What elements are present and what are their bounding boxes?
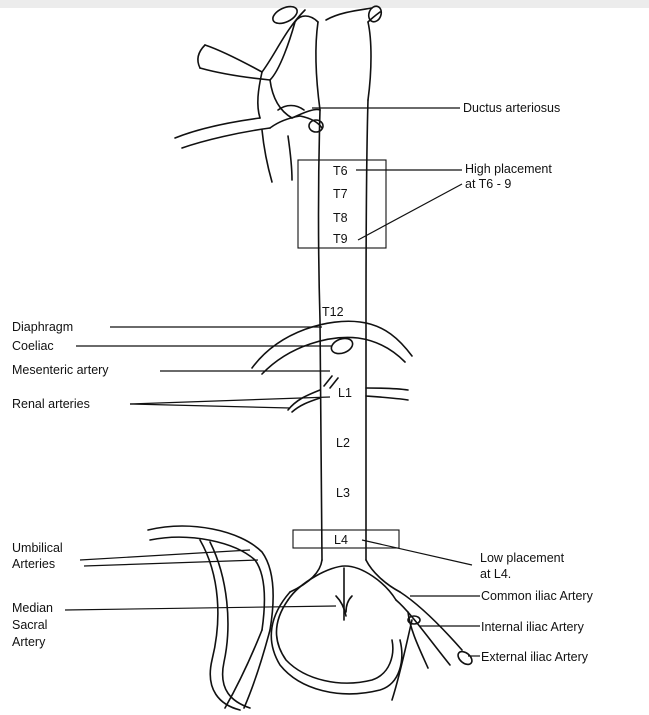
label-umbilical: Umbilical: [12, 541, 63, 555]
label-diaphragm: Diaphragm: [12, 320, 73, 334]
aortic-arch: [175, 3, 383, 560]
vertebra-l1: L1: [338, 386, 352, 400]
vertebra-t7: T7: [333, 187, 348, 201]
leader-lines: [65, 108, 480, 656]
label-renal-arteries: Renal arteries: [12, 397, 90, 411]
vertebra-l3: L3: [336, 486, 350, 500]
label-internal-iliac-artery: Internal iliac Artery: [481, 620, 585, 634]
label-low-placement: Low placement: [480, 551, 565, 565]
label-common-iliac-artery: Common iliac Artery: [481, 589, 594, 603]
label-high-placement-range: at T6 - 9: [465, 177, 511, 191]
label-arteries: Arteries: [12, 557, 55, 571]
label-high-placement: High placement: [465, 162, 552, 176]
vertebra-l2: L2: [336, 436, 350, 450]
label-low-placement-level: at L4.: [480, 567, 511, 581]
vertebra-t9: T9: [333, 232, 348, 246]
label-ductus-arteriosus: Ductus arteriosus: [463, 101, 560, 115]
label-artery: Artery: [12, 635, 46, 649]
top-strip: [0, 0, 649, 8]
vertebra-l4: L4: [334, 533, 348, 547]
label-coeliac: Coeliac: [12, 339, 54, 353]
label-mesenteric-artery: Mesenteric artery: [12, 363, 109, 377]
vertebra-t8: T8: [333, 211, 348, 225]
vertebra-t12: T12: [322, 305, 344, 319]
vertebra-t6: T6: [333, 164, 348, 178]
label-median: Median: [12, 601, 53, 615]
label-external-iliac-artery: External iliac Artery: [481, 650, 589, 664]
label-sacral: Sacral: [12, 618, 47, 632]
